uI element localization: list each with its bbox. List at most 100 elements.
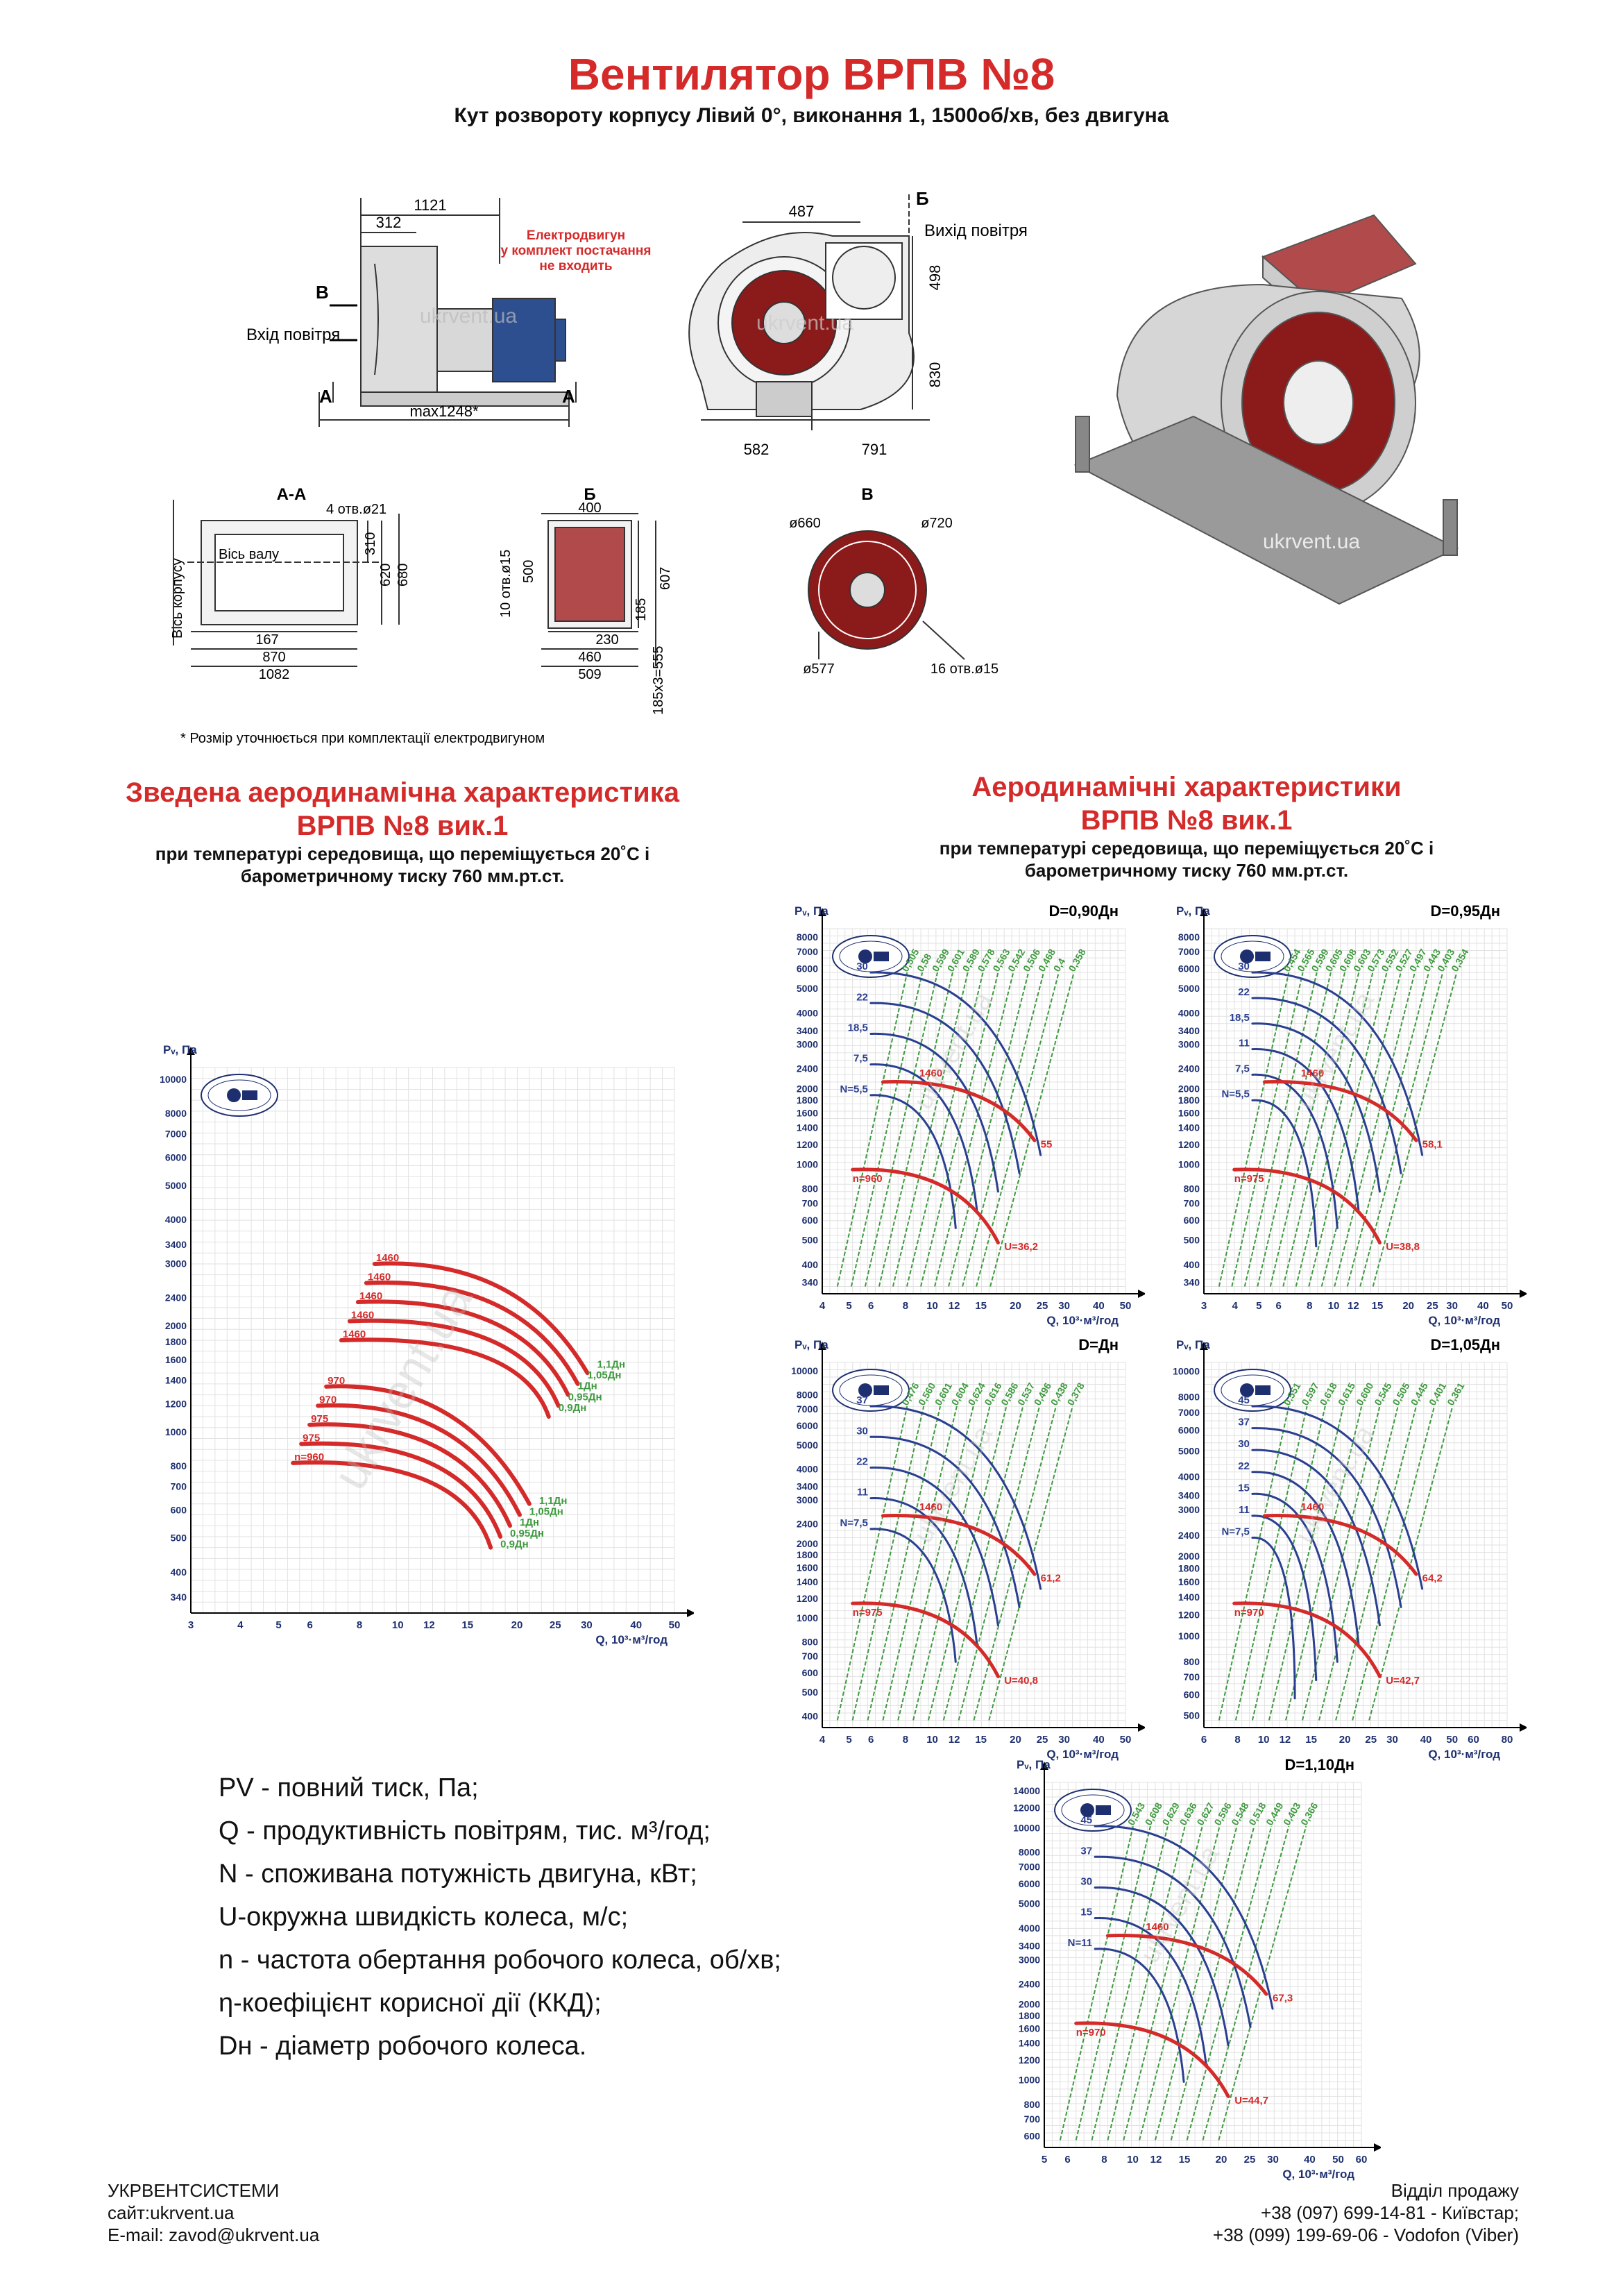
y-tick-label: 4000 (1019, 1923, 1040, 1934)
x-tick-label: 30 (1267, 2154, 1279, 2166)
summary-diam-label: 1,05Дн (529, 1506, 563, 1518)
x-tick-label: 6 (868, 1300, 874, 1312)
speed-high-label: 58,1 (1422, 1139, 1443, 1151)
rpm-curve-low (1074, 2021, 1230, 2098)
y-tick-label: 1000 (165, 1426, 187, 1437)
summary-curve-low (299, 1441, 503, 1539)
company-email[interactable]: E-mail: zavod@ukrvent.ua (108, 2225, 320, 2245)
y-axis-title: Pᵥ, Па (1176, 1338, 1210, 1351)
y-tick-label: 1600 (165, 1354, 187, 1365)
x-axis-title: Q, 10³·м³/год (1046, 1314, 1119, 1327)
power-label: N=7,5 (840, 1517, 867, 1529)
y-tick-label: 7000 (797, 946, 818, 957)
x-tick-label: 5 (846, 1734, 851, 1746)
efficiency-line (1346, 972, 1430, 1287)
right-section-sub-1: при температурі середовища, що переміщує… (939, 838, 1434, 859)
rpm-low-label: n=970 (1234, 1607, 1264, 1619)
efficiency-line (1251, 1406, 1326, 1721)
y-tick-label: 8000 (1178, 931, 1200, 943)
x-tick-label: 40 (1093, 1300, 1105, 1312)
y-tick-label: 7000 (1178, 946, 1200, 957)
x-tick-label: 30 (1058, 1734, 1070, 1746)
y-tick-label: 1200 (1178, 1139, 1200, 1150)
y-tick-label: 1800 (165, 1336, 187, 1347)
y-tick-label: 700 (802, 1651, 819, 1662)
right-section-sub-2: барометричному тиску 760 мм.рт.ст. (1024, 860, 1349, 881)
power-label: 30 (1080, 1875, 1092, 1887)
y-tick-label: 1000 (797, 1159, 818, 1170)
y-tick-label: 600 (802, 1215, 819, 1226)
x-tick-label: 4 (237, 1619, 244, 1631)
y-tick-label: 1400 (797, 1122, 818, 1133)
view-v-drawing (808, 530, 965, 660)
dim-830: 830 (926, 362, 944, 388)
dim-holes-16: 16 отв.ø15 (931, 661, 999, 677)
power-curve (1094, 1917, 1207, 2065)
power-curve (1251, 971, 1424, 1156)
page-title: Вентилятор ВРПВ №8 (568, 49, 1055, 99)
dim-460: 460 (578, 650, 601, 665)
view-b-holes: 10 отв.ø15 (498, 550, 513, 618)
x-tick-label: 20 (1216, 2154, 1227, 2166)
x-tick-label: 8 (1234, 1734, 1240, 1746)
x-tick-label: 50 (1120, 1734, 1132, 1746)
footnote: * Розмір уточнюється при комплектації ел… (180, 731, 545, 746)
y-tick-label: 3400 (797, 1025, 818, 1036)
y-tick-label: 1000 (1019, 2075, 1040, 2086)
y-tick-label: 1000 (797, 1612, 818, 1623)
x-axis-title: Q, 10³·м³/год (1282, 2168, 1354, 2181)
y-tick-label: 400 (802, 1711, 819, 1722)
x-tick-label: 30 (1058, 1300, 1070, 1312)
y-tick-label: 1400 (1178, 1592, 1200, 1603)
x-tick-label: 25 (1365, 1734, 1377, 1746)
phone-vodafone[interactable]: +38 (099) 199-69-06 - Vodofon (Viber) (1212, 2225, 1519, 2245)
company-site[interactable]: сайт:ukrvent.ua (108, 2202, 235, 2223)
y-tick-label: 6000 (797, 1420, 818, 1431)
summary-curve-1460 (364, 1280, 580, 1386)
y-axis-title: Pᵥ, Па (794, 904, 829, 918)
x-tick-label: 15 (975, 1300, 987, 1312)
x-tick-label: 12 (1150, 2154, 1162, 2166)
x-tick-label: 10 (926, 1300, 938, 1312)
summary-diam-label: 1Дн (578, 1381, 597, 1392)
power-curve (1094, 1948, 1185, 2083)
y-tick-label: 4000 (797, 1007, 818, 1018)
power-label: 30 (1238, 1438, 1250, 1450)
power-label: 37 (856, 1394, 868, 1406)
power-curve (869, 1032, 999, 1193)
summary-curve-1460 (372, 1261, 590, 1376)
x-axis-arrow (1374, 2143, 1381, 2152)
x-tick-label: 40 (1304, 2154, 1316, 2166)
efficiency-line (1282, 972, 1360, 1287)
efficiency-line (1368, 1406, 1454, 1721)
efficiency-line (892, 972, 969, 1287)
y-tick-label: 1400 (1178, 1122, 1200, 1133)
legend: PV - повний тиск, Па; Q - продуктивність… (219, 1766, 843, 2068)
power-label: 30 (1238, 961, 1250, 972)
power-curve (869, 1094, 957, 1229)
summary-curve-low (291, 1460, 493, 1550)
sales-dept: Відділ продажу (1391, 2180, 1519, 2201)
power-label: N=5,5 (1221, 1088, 1249, 1100)
fan-logo-icon (1214, 1369, 1291, 1412)
phone-kyivstar[interactable]: +38 (097) 699-14-81 - Київстар; (1260, 2202, 1519, 2223)
power-curve (1251, 1099, 1318, 1248)
summary-rpm-label: 1460 (376, 1252, 399, 1264)
power-curve (1251, 1449, 1381, 1627)
y-tick-label: 7000 (1178, 1407, 1200, 1418)
y-tick-label: 10000 (1173, 1366, 1200, 1377)
x-tick-label: 60 (1356, 2154, 1368, 2166)
y-tick-label: 1400 (165, 1375, 187, 1386)
efficiency-line (897, 1406, 974, 1721)
view-b-title: Б (584, 485, 595, 504)
efficiency-line (1320, 972, 1402, 1287)
y-tick-label: 4000 (165, 1214, 187, 1225)
x-tick-label: 3 (188, 1619, 194, 1631)
power-curve (1251, 997, 1402, 1174)
power-label: 30 (856, 961, 868, 972)
y-tick-label: 5000 (1019, 1898, 1040, 1909)
speed-high-label: 55 (1041, 1139, 1053, 1151)
y-tick-label: 5000 (797, 1440, 818, 1451)
